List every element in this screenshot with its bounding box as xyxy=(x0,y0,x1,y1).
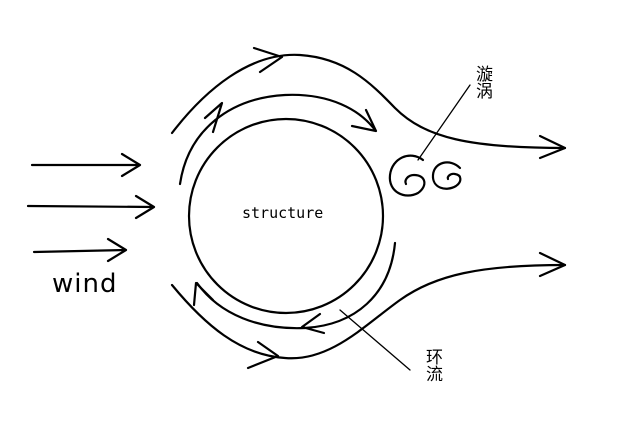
upper-outer-arrow-1 xyxy=(252,46,284,74)
upper-inner-streamline xyxy=(178,93,377,186)
upper-outer-streamline xyxy=(170,53,567,150)
lower-outer-arrow-1 xyxy=(246,340,280,370)
vortex-label: 漩涡 xyxy=(472,65,493,100)
wind-arrow-1 xyxy=(30,152,142,178)
wind-arrows xyxy=(26,152,156,263)
circulation-label-text: 环流 xyxy=(422,348,443,382)
lower-outer-streamline xyxy=(170,263,567,360)
vortex-leader-line xyxy=(417,84,471,161)
lower-inner-arrow-1 xyxy=(192,281,215,307)
upper-inner-arrow-1 xyxy=(203,101,224,134)
vortex-curl-1 xyxy=(388,154,426,197)
vortex-label-text: 漩涡 xyxy=(472,65,493,100)
wind-arrow-3 xyxy=(32,237,128,263)
wind-label: wind xyxy=(52,269,117,299)
structure-circle xyxy=(187,117,385,315)
circulation-label: 环流 xyxy=(422,348,443,382)
vortex-marks xyxy=(388,154,462,197)
lower-inner-streamline xyxy=(195,241,397,330)
wind-arrow-2 xyxy=(26,194,156,220)
structure-label: structure xyxy=(242,204,323,222)
upper-outer-arrow-2 xyxy=(538,134,567,160)
lower-outer-arrow-2 xyxy=(538,251,567,278)
upper-inner-arrow-2 xyxy=(350,108,378,133)
circulation-leader-line xyxy=(339,309,411,371)
vortex-curl-2 xyxy=(431,161,462,190)
lower-inner-arrow-2 xyxy=(300,312,326,335)
